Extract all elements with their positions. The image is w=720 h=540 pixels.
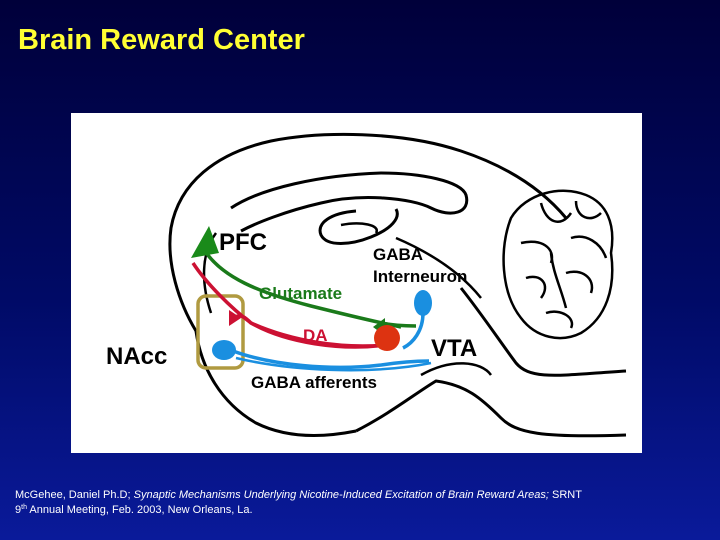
- vta-neuron: [374, 325, 400, 351]
- citation: McGehee, Daniel Ph.D; Synaptic Mechanism…: [15, 488, 705, 518]
- nacc-neuron: [212, 340, 236, 360]
- gaba-interneuron-axon: [402, 312, 425, 350]
- brain-diagram-svg: PFC GABA Interneuron Glutamate DA VTA NA…: [106, 132, 627, 438]
- vta-label: VTA: [431, 335, 477, 362]
- pons: [420, 362, 493, 377]
- citation-work: Synaptic Mechanisms Underlying Nicotine-…: [133, 489, 549, 501]
- gaba-afferents-pathway: [232, 349, 430, 370]
- midbrain-line: [395, 236, 482, 299]
- citation-venue-start: SRNT: [548, 489, 582, 501]
- pfc-label: PFC: [219, 229, 267, 256]
- da-label: DA: [303, 326, 328, 345]
- brainstem-lower: [355, 379, 627, 438]
- gaba-label-line2: Interneuron: [373, 267, 467, 286]
- citation-author: McGehee, Daniel Ph.D;: [15, 489, 134, 501]
- glutamate-label: Glutamate: [259, 284, 342, 303]
- cerebellum: [502, 189, 614, 340]
- citation-venue-rest: Annual Meeting, Feb. 2003, New Orleans, …: [26, 504, 253, 516]
- da-pathway-nacc: [232, 314, 387, 348]
- gaba-label-line1: GABA: [373, 245, 423, 264]
- gaba-afferents-lower: [235, 356, 432, 372]
- da-terminal-icon: [229, 310, 241, 326]
- corpus-callosum: [230, 171, 469, 233]
- nacc-label: NAcc: [106, 343, 167, 370]
- glutamate-pathway: [201, 247, 402, 329]
- gaba-interneuron: [414, 290, 432, 316]
- citation-ordinal-suffix: th: [21, 504, 27, 511]
- citation-ordinal-num: 9: [15, 504, 22, 516]
- fornix: [318, 208, 399, 245]
- pfc-arrow-icon: [191, 226, 219, 258]
- brain-diagram: PFC GABA Interneuron Glutamate DA VTA NA…: [71, 113, 642, 453]
- brainstem-upper: [459, 287, 627, 377]
- brain-outline-front: [194, 330, 357, 437]
- da-pathway-pfc: [191, 262, 387, 349]
- inner-curve: [340, 222, 379, 234]
- gaba-afferents-label: GABA afferents: [251, 373, 377, 392]
- brain-outline: [168, 132, 568, 332]
- slide-title: Brain Reward Center: [18, 24, 305, 56]
